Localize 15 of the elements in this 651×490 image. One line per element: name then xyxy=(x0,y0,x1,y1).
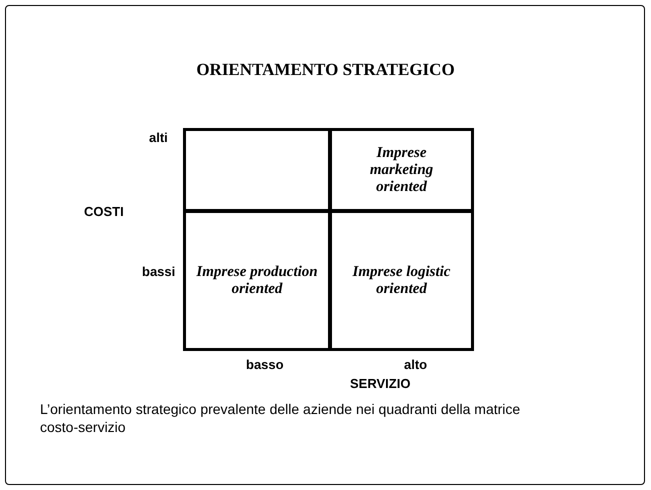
axis-tick-label: alti xyxy=(149,130,168,145)
quadrant-cell xyxy=(329,128,474,212)
axis-tick-label: basso xyxy=(246,357,284,372)
axis-title: SERVIZIO xyxy=(350,376,410,391)
quadrant-cell xyxy=(183,210,331,351)
quadrant-label: Imprese logistic oriented xyxy=(351,264,452,298)
empty-quadrant xyxy=(183,128,331,212)
caption: L’orientamento strategico prevalente delle aziende nei quadranti della matrice costo-servizio xyxy=(40,400,522,436)
axis-tick-label: bassi xyxy=(142,264,176,279)
quadrant-label: Imprese marketing oriented xyxy=(368,145,434,196)
quadrant-cell xyxy=(329,210,474,351)
axis-tick-label: alto xyxy=(404,357,428,372)
axis-title: COSTI xyxy=(84,204,124,219)
quadrant-label: Imprese production oriented xyxy=(195,264,319,298)
title: ORIENTAMENTO STRATEGICO xyxy=(195,60,456,80)
